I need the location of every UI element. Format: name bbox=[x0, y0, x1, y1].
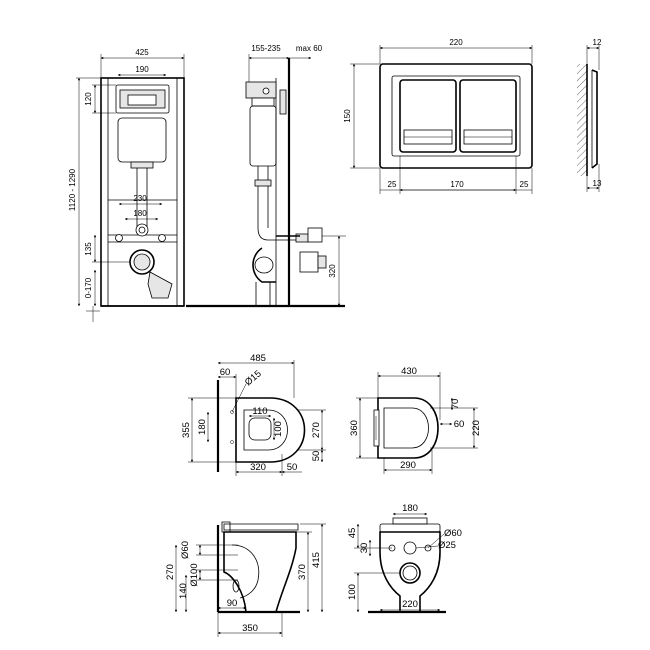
toilet-top-view: 485 60 Ø15 355 180 110 100 270 50 320 50 bbox=[181, 353, 326, 476]
rear-bowl-outline bbox=[379, 531, 441, 613]
seat-inner-width-label: 220 bbox=[471, 420, 482, 436]
plate-profile bbox=[591, 69, 598, 169]
rear-bolt-drop-label: 30 bbox=[359, 543, 370, 554]
seat-inner-length-label: 290 bbox=[400, 460, 416, 471]
rear-bolt-diameter-label: Ø25 bbox=[438, 540, 456, 551]
seat-hinge bbox=[373, 409, 380, 447]
toilet-width-label: 355 bbox=[181, 422, 192, 438]
seat-hinge-offset-label: 70 bbox=[450, 399, 461, 410]
floor-offset-label: 0-170 bbox=[84, 277, 93, 298]
flush-plate-outline bbox=[379, 63, 533, 169]
opening-depth-label: 100 bbox=[273, 421, 284, 437]
plate-height-label: 120 bbox=[84, 92, 93, 106]
side-inlet-offset-label: 140 bbox=[178, 583, 189, 599]
side-inlet-height-label: 270 bbox=[165, 564, 176, 580]
wall-hatch bbox=[577, 64, 587, 176]
toilet-rear-view: 180 45 Ø60 Ø25 30 100 220 bbox=[347, 503, 462, 614]
seat-hinge-depth-label: 60 bbox=[454, 419, 465, 430]
plate-total-height-label: 150 bbox=[343, 109, 352, 123]
side-rear-depth-label: 90 bbox=[227, 598, 238, 609]
rear-base-width-label: 220 bbox=[402, 599, 418, 610]
drain-height-label: 320 bbox=[328, 264, 337, 278]
rear-bolt-spacing-label: 180 bbox=[402, 503, 418, 514]
seat-width-label: 360 bbox=[349, 420, 360, 436]
toilet-side-view: Ø60 Ø100 270 140 415 370 90 350 bbox=[165, 521, 326, 637]
rear-drain-height-label: 100 bbox=[347, 584, 358, 600]
side-drain-diameter-label: Ø60 bbox=[180, 541, 191, 559]
side-bowl-height-label: 370 bbox=[297, 564, 308, 580]
cistern-body bbox=[117, 117, 167, 163]
mount-bolt-left bbox=[115, 234, 123, 242]
flush-button-right bbox=[459, 79, 517, 153]
frame-width-label: 425 bbox=[135, 48, 149, 57]
flush-button-left bbox=[399, 79, 457, 153]
rear-seat-profile bbox=[379, 523, 441, 533]
seat-lid-profile bbox=[223, 523, 299, 531]
bolt-spacing-outer-label: 230 bbox=[133, 194, 147, 203]
seat-outline bbox=[377, 397, 439, 459]
fixing-hole-top bbox=[230, 410, 234, 414]
frame-total-height-label: 1120 - 1290 bbox=[68, 168, 77, 211]
fixing-hole-diameter-label: Ø15 bbox=[243, 368, 264, 388]
rim-length-label: 320 bbox=[250, 462, 266, 473]
rear-inlet bbox=[403, 541, 417, 555]
plate-width-label: 190 bbox=[135, 65, 149, 74]
front-offset-label: 50 bbox=[311, 451, 322, 462]
toilet-length-label: 485 bbox=[250, 353, 266, 364]
toilet-bowl-outline bbox=[235, 397, 306, 463]
flush-plate-side-view: 12 13 bbox=[577, 38, 602, 192]
plate-edge-label: 13 bbox=[593, 179, 602, 188]
plate-margin-right-label: 25 bbox=[520, 180, 529, 189]
frame-front-view: 425 190 120 1120 - 1290 230 180 135 0-17… bbox=[68, 48, 185, 322]
mount-bolt-right bbox=[158, 234, 166, 242]
rear-top-offset-label: 45 bbox=[347, 528, 358, 539]
side-total-height-label: 415 bbox=[311, 552, 322, 568]
depth-range-label: 155-235 bbox=[251, 44, 281, 53]
rim-offset-label: 50 bbox=[287, 462, 298, 473]
bowl-opening bbox=[248, 417, 272, 441]
plate-button-span-label: 170 bbox=[450, 180, 464, 189]
plate-total-width-label: 220 bbox=[449, 38, 463, 47]
seat-top-view: 430 70 360 60 220 290 bbox=[349, 366, 482, 474]
rim-width-label: 270 bbox=[311, 422, 322, 438]
seat-length-label: 430 bbox=[401, 366, 417, 377]
bowl-side-profile bbox=[223, 531, 297, 613]
plate-margin-left-label: 25 bbox=[388, 180, 397, 189]
rear-inlet-diameter-label: Ø60 bbox=[444, 528, 462, 539]
opening-width-label: 110 bbox=[252, 406, 267, 417]
fixing-hole-bottom bbox=[230, 440, 234, 444]
flush-plate-front-view: 220 150 25 170 25 bbox=[343, 38, 533, 194]
bolt-height-label: 135 bbox=[84, 242, 93, 256]
bolt-spacing-inner-label: 180 bbox=[133, 209, 147, 218]
plate-thickness-label: 12 bbox=[593, 38, 602, 47]
frame-side-view: 155-235 max 60 320 bbox=[186, 44, 346, 308]
max-offset-label: max 60 bbox=[296, 44, 323, 53]
mount-width-label: 180 bbox=[197, 419, 208, 435]
rear-offset-label: 60 bbox=[220, 367, 231, 378]
water-inlet bbox=[135, 223, 149, 237]
side-inlet-diameter-label: Ø100 bbox=[189, 563, 200, 586]
side-length-label: 350 bbox=[242, 623, 258, 634]
